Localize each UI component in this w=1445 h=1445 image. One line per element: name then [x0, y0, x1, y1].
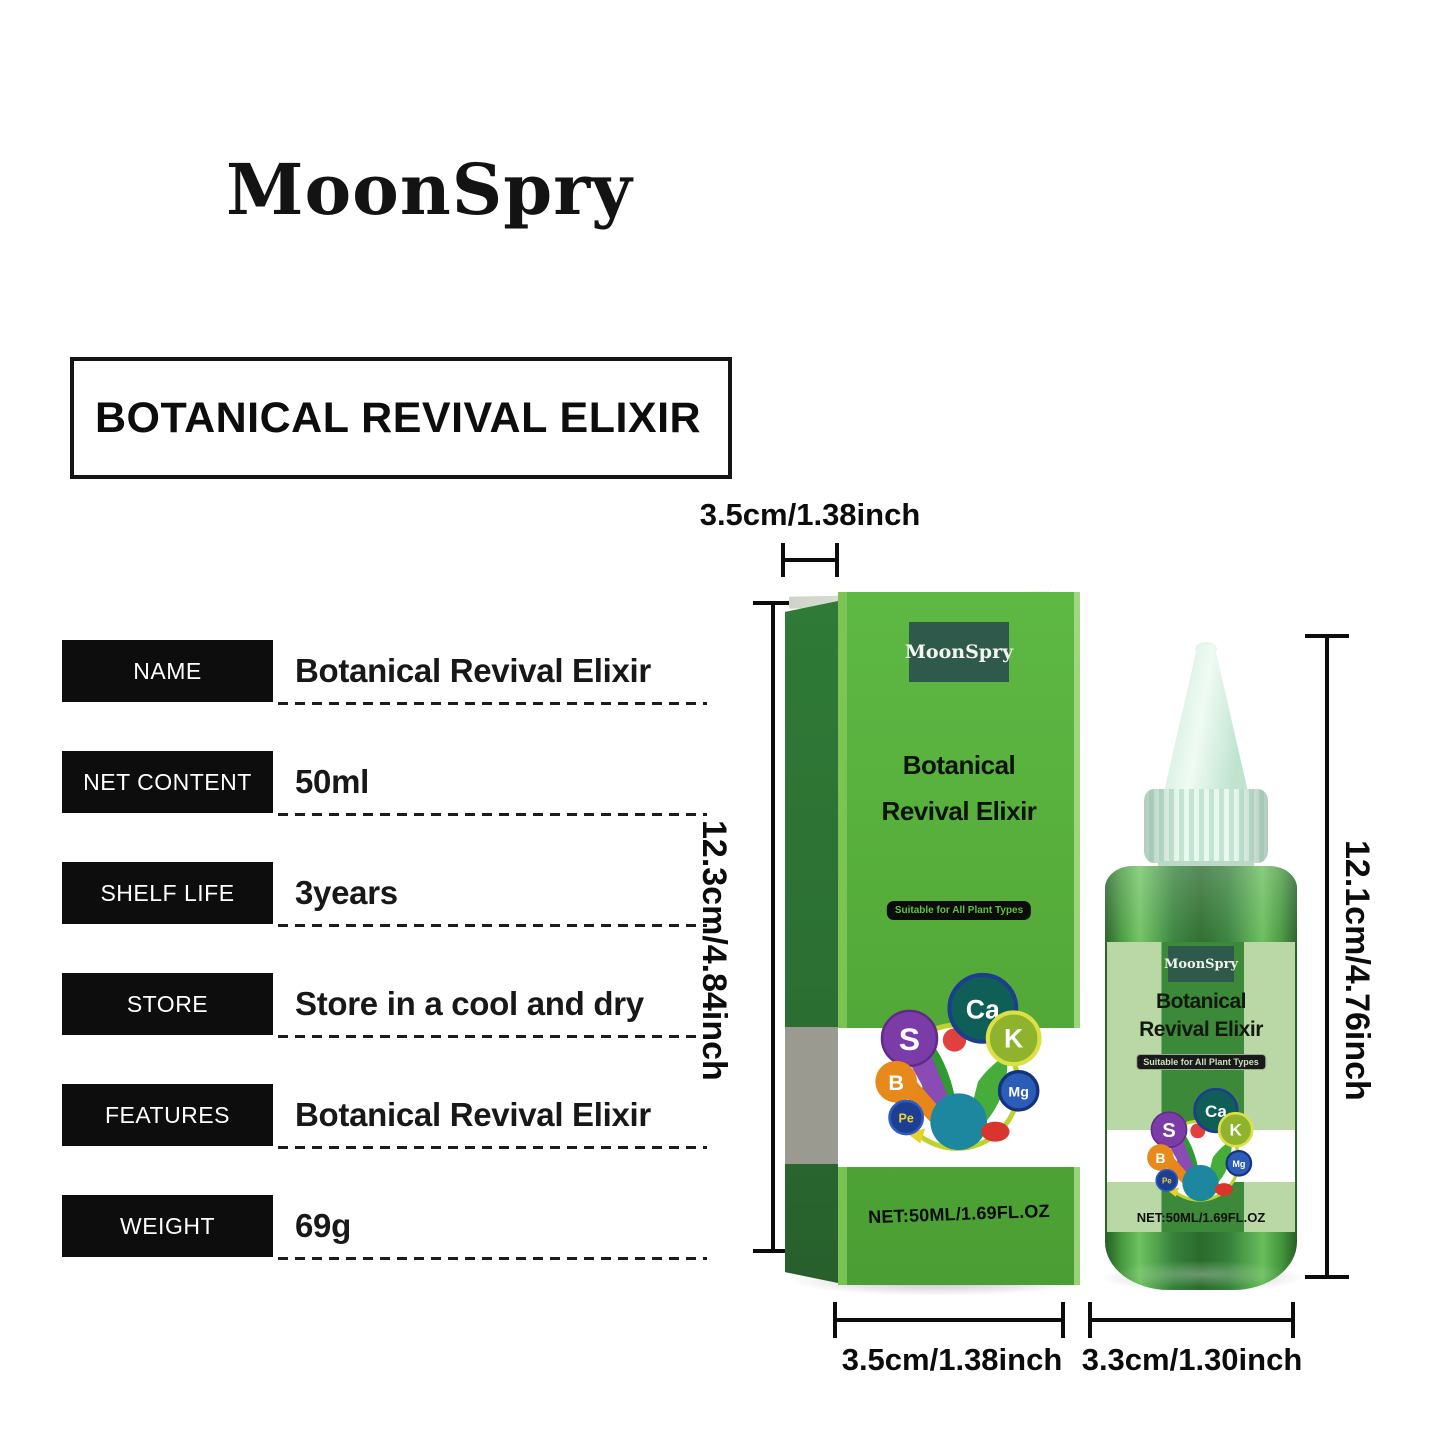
spec-value: Botanical Revival Elixir — [295, 652, 651, 689]
box-product-name-line2: Revival Elixir — [881, 796, 1037, 826]
spec-row-name: NAME Botanical Revival Elixir — [62, 640, 707, 705]
box-side-band — [785, 1027, 838, 1164]
nutrients-illustration: Ca S K B Pe Mg — [875, 972, 1042, 1151]
tick — [753, 1249, 791, 1253]
bottle-label: MoonSpry Botanical Revival Elixir Suitab… — [1107, 942, 1295, 1232]
divider-dashed — [278, 1035, 707, 1038]
spec-label: FEATURES — [62, 1084, 273, 1146]
tick — [781, 543, 785, 577]
nutrient-k-label: K — [1230, 1121, 1243, 1140]
divider-dashed — [278, 813, 707, 816]
box-net-content: NET:50ML/1.69FL.OZ — [867, 1200, 1051, 1228]
box-brand-badge: MoonSpry — [905, 622, 1013, 682]
box-product-name-line1: Botanical — [902, 750, 1016, 780]
bottle-net-content: NET:50ML/1.69FL.OZ — [1136, 1210, 1266, 1225]
nutrient-b-icon — [1147, 1144, 1174, 1171]
tick — [1305, 634, 1349, 638]
bottle-product-name-line2: Revival Elixir — [1139, 1018, 1263, 1041]
bottle-suitability-badge: Suitable for All Plant Types — [1136, 1054, 1266, 1070]
nutrient-s-label: S — [899, 1021, 920, 1057]
product-title: BOTANICAL REVIVAL ELIXIR — [95, 393, 702, 442]
dimension-label-box-width: 3.5cm/1.38inch — [841, 1342, 1063, 1377]
nutrient-k-icon — [985, 1010, 1042, 1067]
box-edge-highlight — [838, 592, 847, 1285]
divider-dashed — [278, 1146, 707, 1149]
bottle-cap-cone — [1164, 645, 1248, 792]
spec-table: NAME Botanical Revival Elixir NET CONTEN… — [62, 640, 707, 1306]
spec-label: SHELF LIFE — [62, 862, 273, 924]
bottle-bottom-shine — [1117, 1261, 1285, 1287]
berry-icon — [1182, 1164, 1219, 1202]
spec-value: 69g — [295, 1207, 351, 1244]
nutrients-illustration: Ca S K B Pe Mg — [1147, 1087, 1254, 1202]
spec-row-net-content: NET CONTENT 50ml — [62, 751, 707, 816]
bottle-cap-ribbed — [1144, 789, 1268, 863]
spec-label: NAME — [62, 640, 273, 702]
nutrient-pe-icon — [1155, 1168, 1179, 1192]
product-title-box: BOTANICAL REVIVAL ELIXIR — [70, 357, 732, 479]
spec-row-shelf-life: SHELF LIFE 3years — [62, 862, 707, 927]
nutrient-ca-label: Ca — [1205, 1102, 1227, 1121]
nutrient-mg-icon — [1225, 1149, 1253, 1177]
nutrient-mg-label: Mg — [1232, 1159, 1245, 1169]
box-front-panel: MoonSpry Botanical Revival Elixir Suitab… — [838, 592, 1080, 1285]
spec-value: 3years — [295, 874, 398, 911]
tick — [1305, 1275, 1349, 1279]
nutrient-b-label: B — [888, 1070, 904, 1095]
dimension-label-bottle-width: 3.3cm/1.30inch — [1081, 1342, 1303, 1377]
tick — [1088, 1302, 1092, 1338]
berry-icon — [930, 1093, 987, 1150]
tick — [753, 601, 791, 605]
spec-value: 50ml — [295, 763, 370, 800]
box-suitability-badge: Suitable for All Plant Types — [886, 901, 1032, 920]
berry-icon — [1167, 1187, 1180, 1197]
nutrient-pe-icon — [888, 1099, 925, 1136]
nutrient-pe-label: Pe — [899, 1111, 914, 1125]
spec-row-weight: WEIGHT 69g — [62, 1195, 707, 1260]
nutrient-k-label: K — [1004, 1023, 1023, 1053]
spec-value: Store in a cool and dry — [295, 985, 644, 1022]
nutrient-mg-label: Mg — [1008, 1085, 1028, 1101]
box-edge-highlight — [1074, 592, 1080, 1285]
spec-value: Botanical Revival Elixir — [295, 1096, 651, 1133]
dimension-label-box-height: 12.3cm/4.84inch — [695, 819, 733, 1081]
bottle-body: MoonSpry Botanical Revival Elixir Suitab… — [1105, 866, 1297, 1290]
spec-label: WEIGHT — [62, 1195, 273, 1257]
nutrient-b-label: B — [1155, 1150, 1165, 1166]
nutrient-pe-label: Pe — [1162, 1177, 1172, 1186]
liquid-sheen — [1105, 866, 1297, 956]
dimension-label-bottle-height: 12.1cm/4.76inch — [1338, 839, 1376, 1101]
divider-dashed — [278, 924, 707, 927]
berry-icon — [981, 1121, 1010, 1142]
nutrient-mg-icon — [997, 1069, 1040, 1112]
spec-label: NET CONTENT — [62, 751, 273, 813]
tick — [1291, 1302, 1295, 1338]
dimension-line-box-depth — [783, 558, 839, 562]
tick — [833, 1302, 837, 1338]
berry-icon — [907, 1128, 926, 1144]
dimension-line-bottle-height — [1325, 634, 1329, 1279]
product-box: MoonSpry Botanical Revival Elixir Suitab… — [785, 591, 1080, 1285]
nutrient-k-icon — [1217, 1111, 1254, 1148]
product-bottle: MoonSpry Botanical Revival Elixir Suitab… — [1100, 642, 1300, 1290]
nutrient-b-icon — [875, 1060, 918, 1103]
tick — [835, 543, 839, 577]
spec-row-features: FEATURES Botanical Revival Elixir — [62, 1084, 707, 1149]
dimension-label-box-depth: 3.5cm/1.38inch — [699, 497, 921, 532]
divider-dashed — [278, 702, 707, 705]
divider-dashed — [278, 1257, 707, 1260]
berry-icon — [1214, 1183, 1233, 1196]
dimension-line-box-width — [835, 1318, 1065, 1322]
box-side-panel — [785, 601, 838, 1283]
brand-logo: MoonSpry — [226, 148, 633, 231]
tick — [1061, 1302, 1065, 1338]
bottle-product-name-line1: Botanical — [1155, 990, 1247, 1013]
nutrient-s-label: S — [1162, 1120, 1176, 1142]
spec-label: STORE — [62, 973, 273, 1035]
dimension-line-bottle-width — [1090, 1318, 1295, 1322]
bottle-brand-badge: MoonSpry — [1164, 946, 1238, 982]
spec-row-store: STORE Store in a cool and dry — [62, 973, 707, 1038]
dimension-line-box-height — [771, 601, 775, 1253]
